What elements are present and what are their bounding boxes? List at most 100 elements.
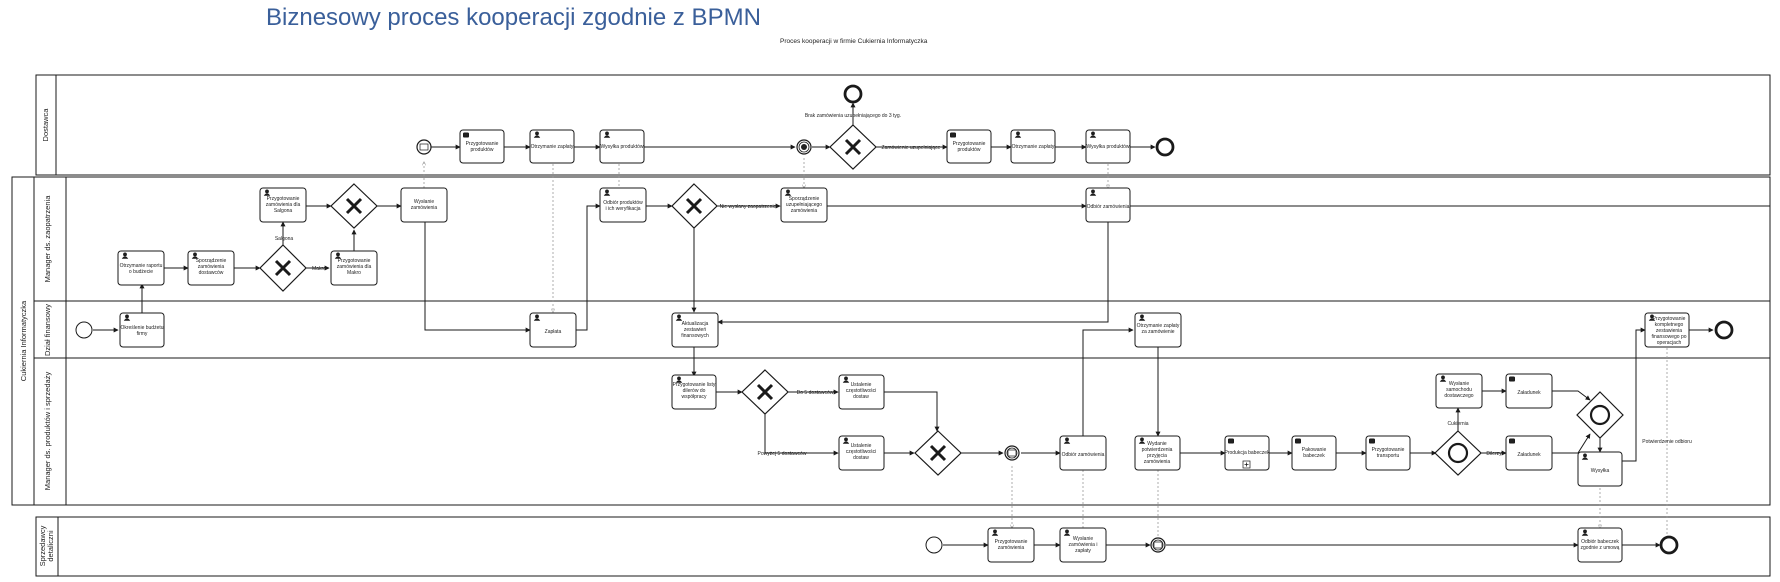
pools: Dostawca Cukiernia Informatyczka Manager… <box>11 74 1771 577</box>
task-d-wysylka2: Wysyłka produktów <box>1085 129 1131 164</box>
svg-text:Produkcja babeczek: Produkcja babeczek <box>1224 450 1270 456</box>
pool-cukiernia <box>11 176 1771 506</box>
start-event-message-dostawca <box>416 139 432 155</box>
gateways <box>259 124 1624 476</box>
label-brak-uzup: Brak zamówienia uzupełniającego do 3 tyg… <box>805 113 901 119</box>
label-powyzej5: Powyżej 5 dostawców <box>758 451 807 457</box>
gateway-salgona-makro <box>259 244 307 292</box>
gateway-merge-dostawy <box>914 430 962 476</box>
events <box>75 84 1734 555</box>
message-flows <box>424 158 1668 537</box>
gateway-cukiernia-dilerzy <box>1434 430 1482 476</box>
pool-sprzedawcy <box>35 516 1771 577</box>
sequence-flows <box>93 102 1770 548</box>
pool-label-dostawca: Dostawca <box>41 108 50 142</box>
task-d-otrzymanie-zaplaty2: Otrzymanie zapłaty <box>1010 129 1056 164</box>
gateway-weryfikacja <box>671 183 718 229</box>
page-title: Biznesowy proces kooperacji zgodnie z BP… <box>266 4 761 31</box>
gateway-dostawcy <box>741 369 789 415</box>
lane-label-zaopatrzenie: Manager ds. zaopatrzenia <box>43 195 52 283</box>
label-dilerzy: Dilerzy <box>1486 451 1502 457</box>
start-event-cukiernia <box>75 321 93 339</box>
task-f-zaplata: Zapłata <box>529 312 577 348</box>
flow-labels: Brak zamówienia uzupełniającego do 3 tyg… <box>275 113 1692 457</box>
start-event-sprzedawcy <box>925 536 943 554</box>
task-p-zaladunek1: Załadunek <box>1505 373 1553 409</box>
svg-text:Otrzymanie zapłaty: Otrzymanie zapłaty <box>531 144 574 150</box>
svg-text:Zapłata: Zapłata <box>545 329 562 335</box>
gateway-merge-zaopatrzenie <box>330 183 378 229</box>
label-zam-uzup: Zamówienie uzupełniające <box>882 145 941 151</box>
task-d-otrzymanie-zaplaty: Otrzymanie zapłaty <box>529 129 575 164</box>
gateway-merge-wysylka <box>1576 391 1624 439</box>
task-p-produkcja: Produkcja babeczek <box>1224 435 1270 471</box>
label-potwierdzenie: Potwierdzenie odbioru <box>1642 439 1692 445</box>
svg-text:Odbiór zamówienia: Odbiór zamówienia <box>1062 452 1105 458</box>
end-event-dostawca <box>1155 137 1175 157</box>
svg-text:Wysyłka: Wysyłka <box>1591 468 1610 474</box>
pool-dostawca <box>35 74 1771 176</box>
page-subtitle: Proces kooperacji w firmie Cukiernia Inf… <box>780 38 928 45</box>
svg-text:Załadunek: Załadunek <box>1517 452 1541 458</box>
label-nie-wyslany: Nie wysłany zaopatrzenie <box>720 204 777 210</box>
svg-text:Wysyłka produktów: Wysyłka produktów <box>600 144 643 150</box>
task-p-zaladunek2: Załadunek <box>1505 435 1553 471</box>
label-do5: Do 5 dostawców <box>797 390 834 396</box>
svg-text:Wysyłka produktów: Wysyłka produktów <box>1086 144 1129 150</box>
label-makro: Makro <box>312 266 326 272</box>
lane-label-produkcja: Manager ds. produktów i sprzedaży <box>43 372 52 491</box>
svg-text:Odbiór zamówienia: Odbiór zamówienia <box>1087 204 1130 210</box>
svg-text:Otrzymanie zapłaty: Otrzymanie zapłaty <box>1012 144 1055 150</box>
label-salgona: Salgona <box>275 236 294 242</box>
end-event-brak <box>843 84 863 104</box>
task-p-wysylka: Wysyłka <box>1577 451 1623 487</box>
task-z-odbior-zamowienia: Odbiór zamówienia <box>1085 187 1131 223</box>
task-p-odbior: Odbiór zamówienia <box>1059 435 1107 471</box>
task-d-wysylka: Wysyłka produktów <box>599 129 645 164</box>
